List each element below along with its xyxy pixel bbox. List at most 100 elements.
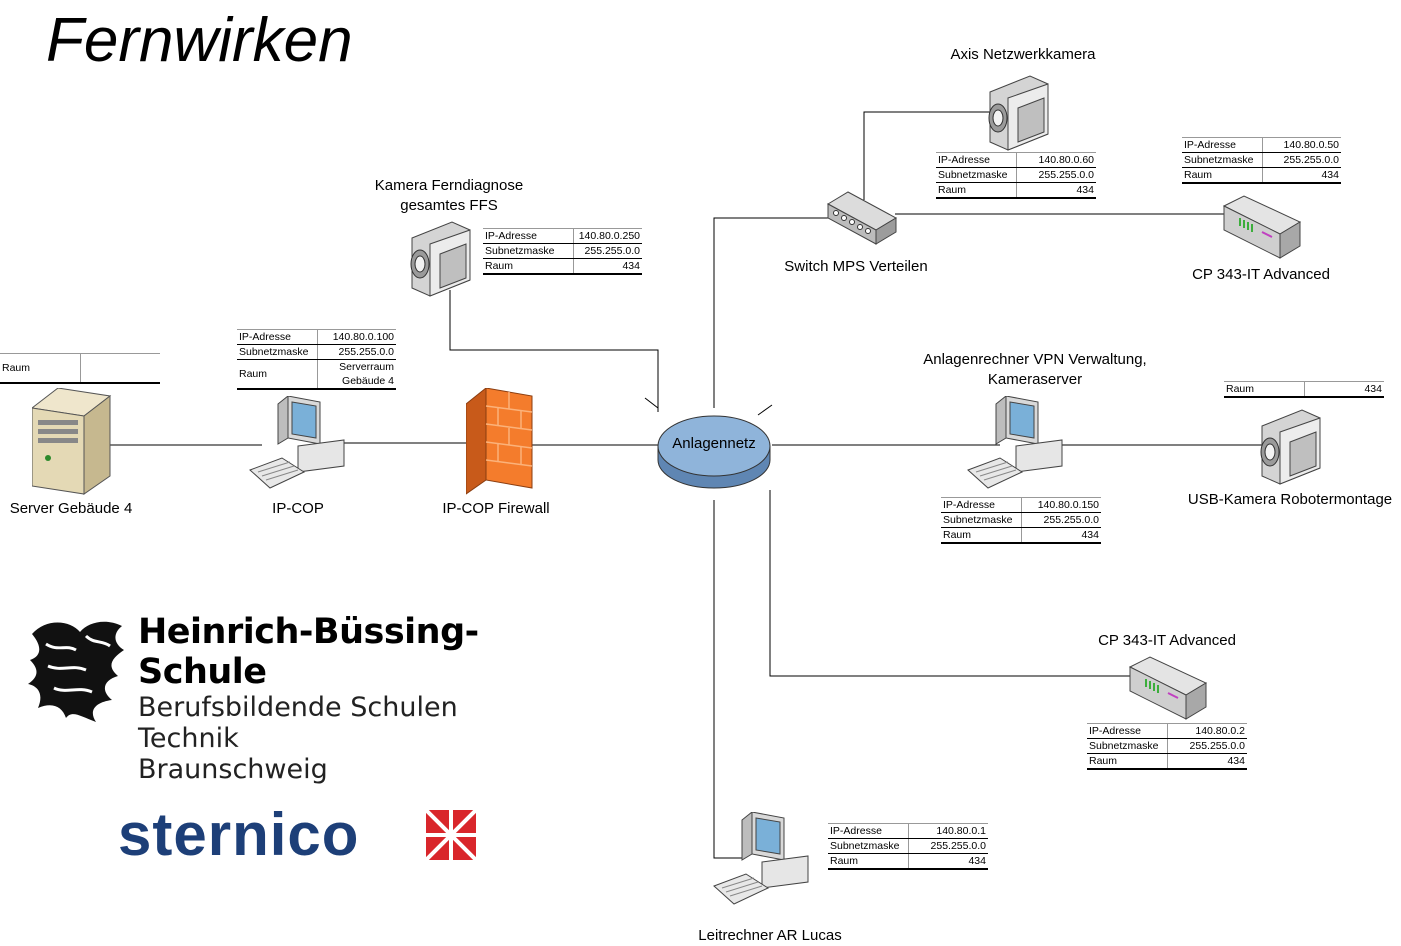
school-subtitle: Berufsbildende Schulen Technik	[138, 692, 458, 754]
anlagenrechner-label: Anlagenrechner VPN Verwaltung,Kameraserv…	[923, 351, 1147, 388]
info-cell: IP-Adresse	[483, 228, 574, 244]
info-cell: 140.80.0.50	[1262, 137, 1341, 153]
server-label: Server Gebäude 4	[9, 500, 133, 517]
info-cell: IP-Adresse	[936, 152, 1017, 168]
info-cell: 434	[1021, 527, 1101, 544]
info-cell: Subnetzmaske	[483, 243, 574, 259]
switch-label: Switch MPS Verteilen	[784, 258, 928, 275]
hub-label: Anlagennetz	[672, 435, 756, 452]
info-cell: 140.80.0.150	[1021, 497, 1101, 513]
info-cell: Raum	[0, 353, 81, 384]
info-cell: 434	[1016, 182, 1096, 199]
ipcop-device	[248, 394, 348, 501]
info-cell: 255.255.0.0	[317, 344, 396, 360]
info-cell: IP-Adresse	[828, 823, 909, 839]
school-logo: Heinrich-Büssing-Schule Berufsbildende S…	[26, 612, 546, 785]
info-cell: 434	[1167, 753, 1247, 770]
info-cell: 140.80.0.250	[573, 228, 642, 244]
server-tower-icon	[30, 387, 112, 495]
usb-kamera-label: USB-Kamera Robotermontage	[1187, 491, 1393, 508]
info-cell: 140.80.0.2	[1167, 723, 1247, 739]
company-logo: sternico	[118, 804, 359, 866]
axis-label: Axis Netzwerkkamera	[950, 46, 1096, 63]
usb-kamera-device	[1258, 406, 1326, 491]
info-cell: Raum	[828, 853, 909, 870]
ipcop-label: IP-COP	[272, 500, 324, 517]
cp-top-label: CP 343-IT Advanced	[1192, 266, 1330, 283]
info-cell: Subnetzmaske	[237, 344, 318, 360]
wire-kamera-hub	[449, 290, 659, 412]
info-cell: Subnetzmaske	[941, 512, 1022, 528]
leitrechner-label: Leitrechner AR Lucas	[698, 927, 842, 944]
computer-icon	[967, 394, 1063, 489]
info-cell: Subnetzmaske	[1182, 152, 1263, 168]
school-name: Heinrich-Büssing-Schule	[138, 612, 479, 692]
info-cell: Serverraum Gebäude 4	[317, 359, 396, 390]
page-title: Fernwirken	[46, 6, 353, 75]
info-cell: 255.255.0.0	[908, 838, 988, 854]
info-cell: Raum	[483, 258, 574, 275]
info-cell: 255.255.0.0	[1021, 512, 1101, 528]
company-name: sternico	[118, 801, 360, 868]
info-cell: Raum	[936, 182, 1017, 199]
info-cell: Raum	[941, 527, 1022, 544]
firewall-brick-icon	[465, 386, 533, 495]
info-cell: 434	[908, 853, 988, 870]
wire-hub-cp-bottom	[769, 490, 1133, 677]
anlagenrechner-device	[966, 394, 1066, 501]
computer-icon	[249, 394, 345, 489]
sternico-star-icon	[426, 810, 476, 860]
firewall-device	[465, 386, 534, 501]
info-cell: Subnetzmaske	[828, 838, 909, 854]
info-cell: 255.255.0.0	[1262, 152, 1341, 168]
network-switch-icon	[826, 191, 898, 245]
video-camera-icon	[1260, 409, 1321, 485]
info-cell: Subnetzmaske	[1087, 738, 1168, 754]
cp-top-device	[1222, 194, 1302, 265]
lion-crest-icon	[28, 621, 124, 722]
info-cell	[80, 353, 160, 384]
info-cell: 434	[1262, 167, 1341, 184]
info-cell: 434	[573, 258, 642, 275]
school-city: Braunschweig	[138, 754, 328, 785]
info-cell: 255.255.0.0	[1016, 167, 1096, 183]
wire-switch-axis	[863, 111, 992, 200]
wire-hub-switch	[713, 217, 832, 408]
firewall-label: IP-COP Firewall	[442, 500, 550, 517]
info-cell: IP-Adresse	[1087, 723, 1168, 739]
cp-bottom-label: CP 343-IT Advanced	[1098, 632, 1236, 649]
info-cell: Raum	[1087, 753, 1168, 770]
server-info-table: Raum	[0, 353, 160, 384]
computer-icon	[713, 810, 809, 905]
video-camera-icon	[410, 221, 471, 297]
server-device	[30, 387, 112, 501]
info-cell: IP-Adresse	[1182, 137, 1263, 153]
info-cell: Raum	[1224, 381, 1305, 398]
switch-device	[826, 188, 898, 253]
info-cell: 255.255.0.0	[573, 243, 642, 259]
info-cell: 140.80.0.100	[317, 329, 396, 345]
info-cell: IP-Adresse	[237, 329, 318, 345]
plc-module-icon	[1128, 656, 1208, 720]
info-cell: Raum	[1182, 167, 1263, 184]
hub-cylinder-icon	[657, 415, 771, 489]
video-camera-icon	[988, 75, 1049, 151]
info-cell: Raum	[237, 359, 318, 390]
info-cell: 255.255.0.0	[1167, 738, 1247, 754]
info-cell: 140.80.0.1	[908, 823, 988, 839]
info-cell: Subnetzmaske	[936, 167, 1017, 183]
network-hub: Anlagennetz	[656, 404, 774, 496]
info-cell: 434	[1304, 381, 1384, 398]
kamera-ffs-device	[408, 218, 476, 303]
info-cell: 140.80.0.60	[1016, 152, 1096, 168]
cp-bottom-device	[1128, 655, 1208, 726]
